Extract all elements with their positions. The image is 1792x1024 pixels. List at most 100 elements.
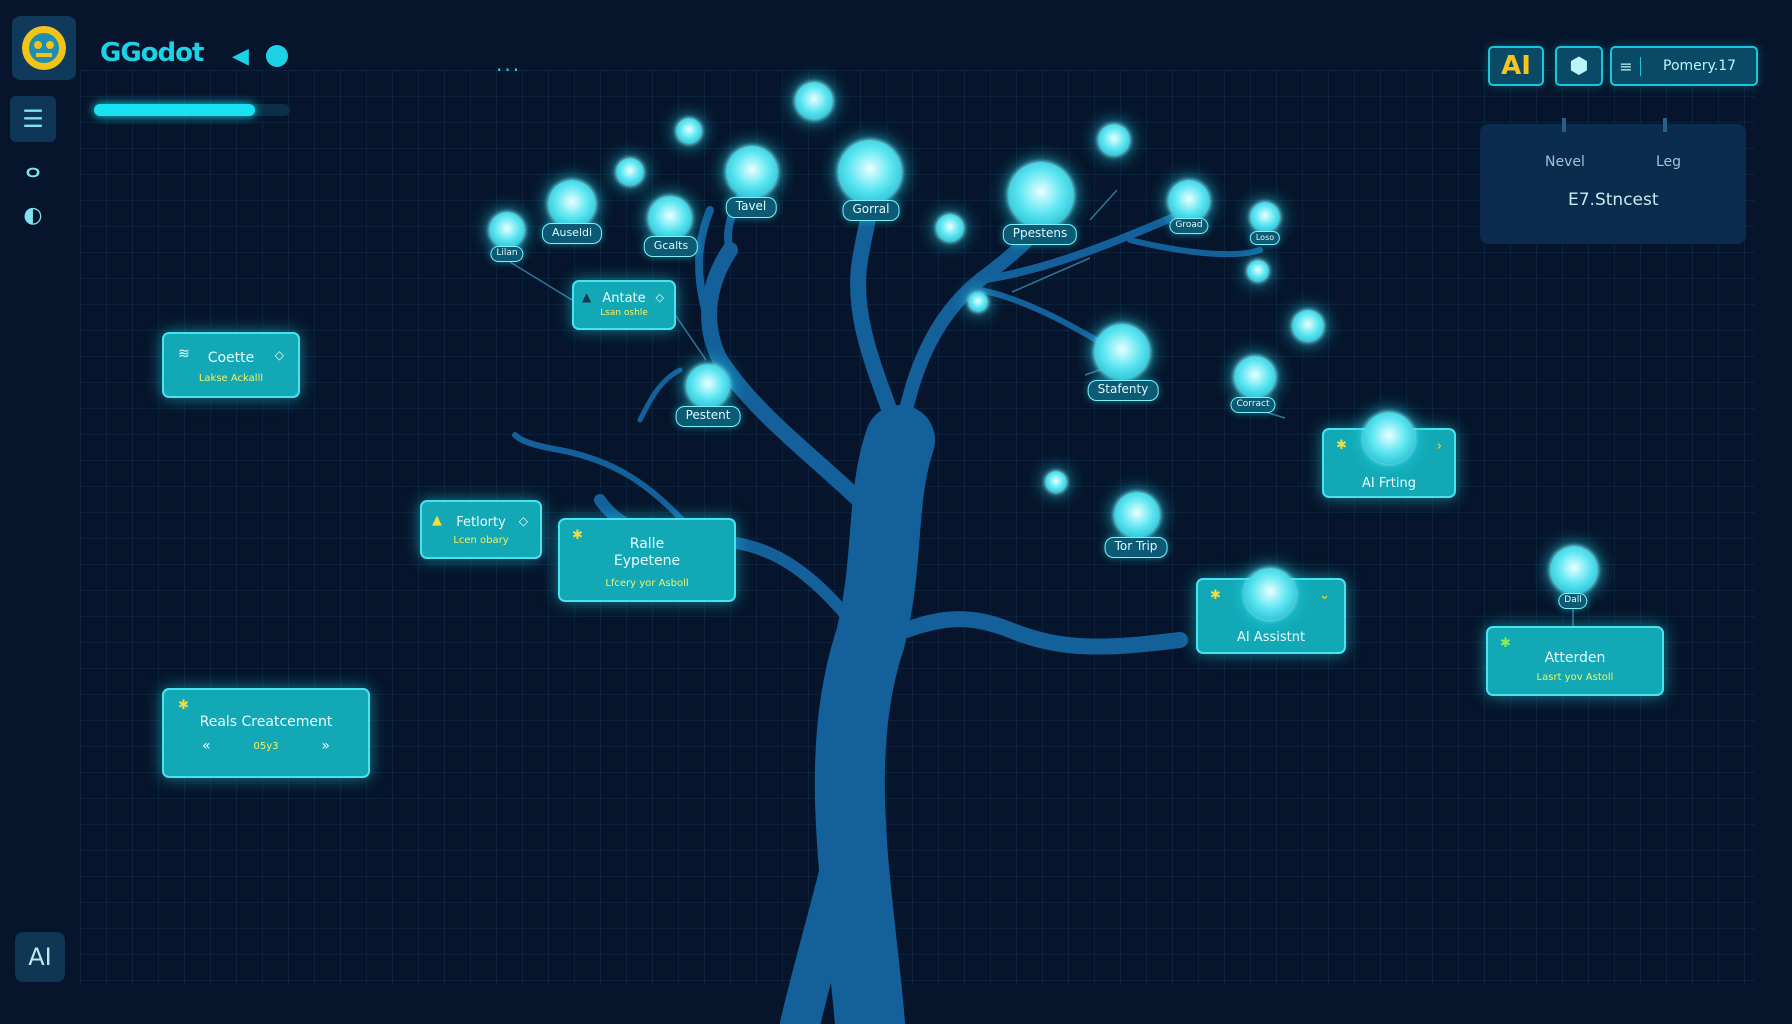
branch-icon[interactable]: ⴰ (25, 155, 41, 183)
node-small[interactable] (1292, 310, 1324, 342)
chevron-icon: ◇ (655, 291, 664, 304)
card-page: 05y3 (253, 740, 279, 752)
node-small[interactable] (1045, 471, 1067, 493)
node-small[interactable] (968, 292, 988, 312)
node-small[interactable] (676, 118, 702, 144)
node-label: Lilan (490, 246, 524, 262)
wave-icon: ≋ (178, 346, 190, 362)
chevron-icon: ◇ (274, 348, 284, 362)
menu-dropdown[interactable]: ≡ Pomery.17 (1610, 46, 1758, 86)
node-tavel[interactable] (726, 146, 778, 198)
branch-far-left (512, 432, 703, 543)
godot-logo-icon (22, 26, 66, 70)
node-small[interactable] (1098, 124, 1130, 156)
branch-center (850, 192, 908, 448)
branch-sprig (637, 367, 683, 423)
card-title: Ralle Eypetene (613, 536, 681, 569)
cube-icon[interactable]: ⬢ (1555, 46, 1603, 86)
puzzle-icon: ✱ (572, 528, 583, 543)
node-label: Tavel (725, 197, 777, 218)
node-label: Groad (1169, 218, 1209, 234)
node-dall[interactable] (1550, 546, 1598, 594)
card-title: Reals Creatcement (199, 714, 333, 730)
node-small[interactable] (1247, 260, 1269, 282)
progress-bar (94, 104, 290, 116)
node-label: Ppestens (1002, 224, 1078, 245)
ai-node-avatar (1244, 568, 1296, 620)
more-icon[interactable]: ... (496, 52, 522, 76)
node-label: Dall (1558, 593, 1588, 609)
card-fetlorty[interactable]: ▲ ◇ Fetlorty Lcen obary (420, 500, 542, 559)
app-title: GGodot (100, 38, 204, 68)
card-subtitle: Lasrt yov Astoll (1536, 672, 1614, 683)
info-value: E7.Stncest (1568, 190, 1659, 210)
progress-fill (94, 104, 255, 116)
card-title: Antate (602, 291, 646, 306)
branch-left (701, 242, 888, 528)
node-small[interactable] (616, 158, 644, 186)
card-ai-assistnt[interactable]: ✱ ⌄ AI Assistnt (1196, 568, 1346, 654)
card-coette[interactable]: ≋ ◇ Coette Lakse Ackalll (162, 332, 300, 398)
node-top[interactable] (795, 82, 833, 120)
chevron-icon: ◇ (518, 514, 528, 528)
node-loso[interactable] (1250, 202, 1280, 232)
brand-name: Godot (120, 38, 204, 68)
card-title: Coette (207, 350, 255, 366)
node-stafenty[interactable] (1094, 324, 1150, 380)
connector (509, 261, 573, 301)
card-ai-frting[interactable]: ✱ › AI Frting (1322, 412, 1456, 498)
card-title: AI Assistnt (1236, 630, 1306, 645)
node-label: Gorral (842, 200, 900, 221)
node-label: Gcalts (643, 236, 699, 257)
ai-node-avatar (1363, 412, 1415, 464)
card-antate[interactable]: ▲ ◇ Antate Lsan oshle (572, 280, 676, 330)
next-button[interactable]: » (321, 738, 330, 754)
prev-button[interactable]: « (202, 738, 211, 754)
node-gorral[interactable] (838, 140, 902, 204)
node-gcalts[interactable] (648, 196, 692, 240)
speaker-icon[interactable]: ◀ (232, 44, 249, 69)
ai-assistant-button[interactable]: AI (15, 932, 65, 982)
branch-up-left (695, 206, 724, 364)
chevron-down-icon: ⌄ (1319, 588, 1330, 603)
puzzle-icon: ✱ (1336, 438, 1347, 453)
branch-low-right (872, 611, 1188, 655)
info-col2: Leg (1656, 154, 1682, 170)
card-subtitle: Lfcery yor Asboll (605, 578, 689, 589)
node-lilan[interactable] (489, 212, 525, 248)
list-icon[interactable]: ☰ (10, 96, 56, 142)
card-title: Atterden (1544, 650, 1606, 666)
brand-glyph: G (100, 38, 121, 68)
trunk (814, 405, 935, 1024)
card-subtitle: Lsan oshle (600, 308, 648, 318)
node-groad[interactable] (1168, 180, 1210, 222)
half-moon-icon[interactable]: ◐ (23, 202, 43, 228)
node-label: Tor Trip (1104, 537, 1168, 558)
node-pestent[interactable] (686, 364, 730, 408)
card-reals-creatcement[interactable]: ✱ Reals Creatcement « 05y3 » (162, 688, 370, 778)
status-dot-icon[interactable] (266, 45, 288, 67)
mountain-icon: ▲ (582, 290, 592, 304)
menu-label: Pomery.17 (1663, 58, 1737, 74)
mountain-icon: ▲ (432, 513, 442, 528)
card-title: AI Frting (1362, 476, 1416, 491)
ai-button[interactable]: AI (1488, 46, 1544, 86)
branch-right-2 (1127, 237, 1263, 258)
puzzle-icon: ✱ (178, 698, 189, 713)
branch-center-2 (893, 213, 1047, 447)
node-ppestens[interactable] (1008, 162, 1074, 228)
card-subtitle: Lakse Ackalll (198, 373, 264, 384)
card-ralle-eypetene[interactable]: ✱ Ralle Eypetene Lfcery yor Asboll (558, 518, 736, 602)
node-small[interactable] (936, 214, 964, 242)
node-label: Pestent (675, 406, 741, 427)
node-tor-trip[interactable] (1114, 492, 1160, 538)
node-auseldi[interactable] (548, 180, 596, 228)
menu-icon: ≡ (1612, 56, 1641, 76)
card-atterden[interactable]: ✱ Atterden Lasrt yov Astoll (1486, 626, 1664, 696)
app-logo[interactable] (12, 16, 76, 80)
card-title: Fetlorty (456, 515, 506, 530)
puzzle-icon: ✱ (1210, 588, 1221, 603)
trunk-root (780, 800, 870, 1024)
info-col1: Nevel (1545, 154, 1585, 170)
node-corract[interactable] (1234, 356, 1276, 398)
